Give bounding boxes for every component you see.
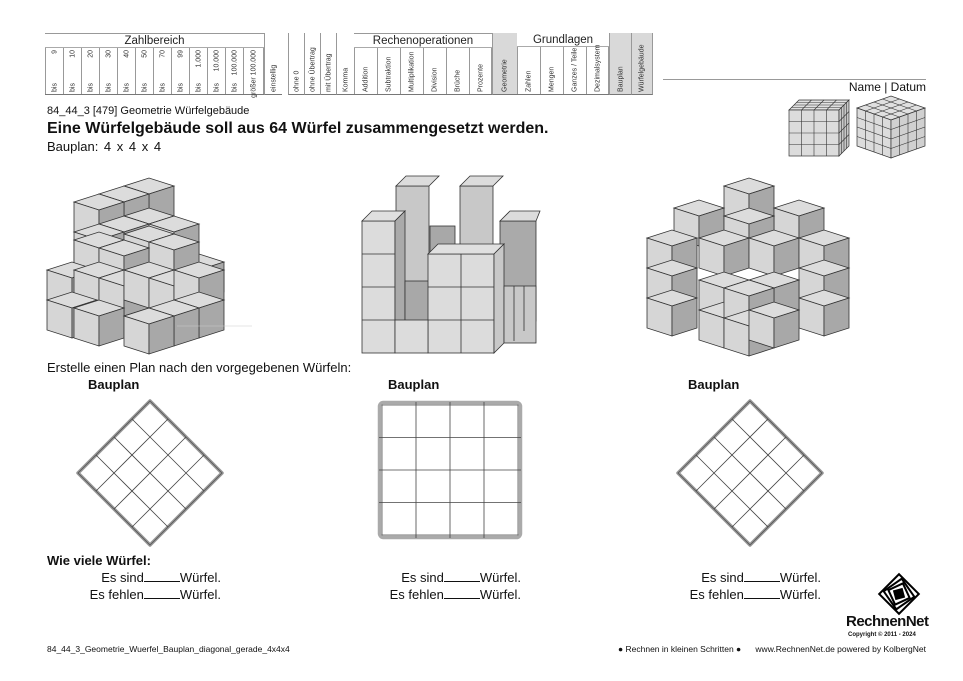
bauplan-label-3: Bauplan	[688, 377, 740, 392]
col-brueche: Brüche	[446, 48, 469, 94]
col-multiplikation: Multiplikation	[400, 48, 423, 94]
instruction-text: Erstelle einen Plan nach den vorgegebene…	[47, 360, 352, 375]
count-answer-input[interactable]	[443, 570, 480, 582]
col-range-greater-100000: größer 100.000	[243, 48, 264, 98]
col-subtraktion: Subtraktion	[377, 48, 400, 94]
worksheet-subtitle: Bauplan: 4 x 4 x 4	[47, 139, 162, 154]
cube-building-1-illustration	[46, 177, 252, 355]
copyright: Copyright © 2011 - 2024	[848, 632, 916, 638]
count-answer-input[interactable]	[143, 570, 180, 582]
cube-building-2-illustration	[361, 175, 541, 354]
footer-site-link[interactable]: www.RechnenNet.de powered by KolbergNet	[755, 644, 926, 654]
name-date-line	[663, 79, 926, 80]
col-komma: Komma	[336, 33, 354, 95]
col-zahlen: Zahlen	[517, 47, 540, 94]
missing-answer-input[interactable]	[743, 587, 780, 599]
col-division: Division	[423, 48, 446, 94]
col-einstellig: einstellig	[264, 33, 282, 95]
count-answer-input[interactable]	[743, 570, 780, 582]
footer-slogan: ● Rechnen in kleinen Schritten ●	[618, 644, 742, 654]
name-date-label: Name | Datum	[848, 80, 926, 94]
col-ganzes-teile: Ganzes / Teile	[563, 47, 586, 94]
col-prozente: Prozente	[469, 48, 492, 94]
reference-cube-straight-icon	[788, 99, 850, 157]
col-ohne-0: ohne 0	[288, 33, 304, 95]
rechnennet-logo-text: RechnenNet	[846, 613, 929, 630]
col-mengen: Mengen	[540, 47, 563, 94]
group-title-zahlbereich: Zahlbereich	[45, 34, 264, 48]
bauplan-grid-diagonal-1[interactable]	[76, 399, 224, 547]
footer-filename: 84_44_3_Geometrie_Wuerfel_Bauplan_diagon…	[47, 644, 290, 654]
worksheet-title: Eine Würfelgebäude soll aus 64 Würfel zu…	[47, 120, 549, 137]
col-ohne-uebertrag: ohne Übertrag	[304, 33, 320, 95]
missing-answer-input[interactable]	[443, 587, 480, 599]
bauplan-grid-diagonal-3[interactable]	[676, 399, 824, 547]
group-rechenoperationen: Rechenoperationen Addition Subtraktion M…	[354, 33, 492, 95]
cube-building-3-illustration	[646, 177, 850, 357]
bauplan-grid-straight-2[interactable]	[377, 400, 523, 540]
bauplan-label-1: Bauplan	[88, 377, 140, 392]
col-mit-uebertrag: mit Übertrag	[320, 33, 336, 95]
col-addition: Addition	[354, 48, 377, 94]
worksheet-meta: 84_44_3 [479] Geometrie Würfelgebäude	[47, 105, 250, 117]
col-dezimalsystem: Dezimalsystem	[586, 45, 609, 94]
group-title-grundlagen: Grundlagen	[517, 33, 609, 47]
bauplan-label-2: Bauplan	[388, 377, 440, 392]
group-title-rechenoperationen: Rechenoperationen	[354, 34, 492, 48]
rechnennet-logo-icon	[877, 572, 921, 616]
count-question-title: Wie viele Würfel:	[47, 553, 151, 568]
col-geometrie-active: Geometrie	[492, 33, 517, 95]
col-wuerfelgebaeude-active: Würfelgebäude	[631, 33, 653, 95]
group-grundlagen: Grundlagen Zahlen Mengen Ganzes / Teile …	[517, 33, 609, 95]
col-bauplan-active: Bauplan	[609, 33, 631, 95]
reference-cube-diagonal-icon	[855, 95, 927, 159]
missing-answer-input[interactable]	[143, 587, 180, 599]
